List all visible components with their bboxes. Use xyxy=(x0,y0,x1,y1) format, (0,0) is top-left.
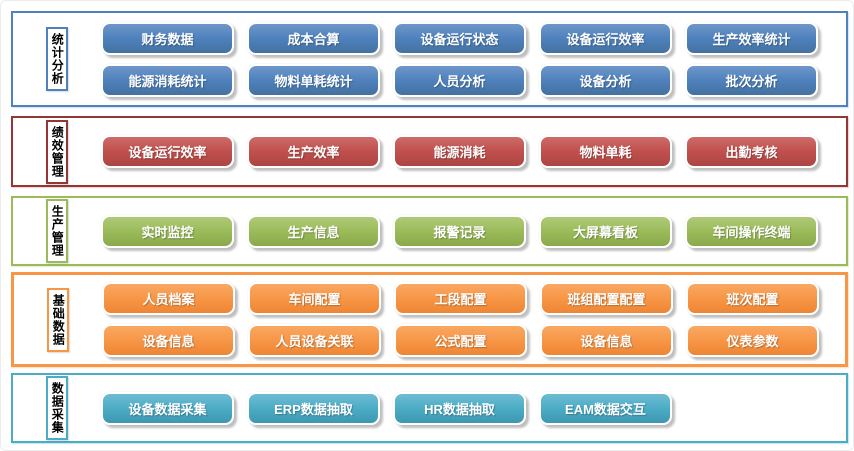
module-button[interactable]: 财务数据 xyxy=(101,21,234,55)
module-button[interactable]: 大屏幕看板 xyxy=(539,214,672,248)
module-button[interactable]: 出勤考核 xyxy=(685,135,818,168)
module-button[interactable]: 车间配置 xyxy=(248,282,381,315)
module-button[interactable]: EAM数据交互 xyxy=(539,391,672,425)
section-statistics-analysis: 统计分析 财务数据 成本合算 设备运行状态 设备运行效率 生产效率统计 能源消耗… xyxy=(11,11,848,107)
section-label-zone: 数据采集 xyxy=(13,376,101,440)
section-performance-management: 绩效管理 设备运行效率 生产效率 能源消耗 物料单耗 出勤考核 xyxy=(11,116,848,187)
module-button[interactable]: 实时监控 xyxy=(101,214,234,248)
module-button[interactable]: 设备信息 xyxy=(102,324,235,357)
module-button[interactable]: ERP数据抽取 xyxy=(247,391,380,425)
section-data-collection: 数据采集 设备数据采集 ERP数据抽取 HR数据抽取 EAM数据交互 xyxy=(11,373,848,443)
section-label-performance-management: 绩效管理 xyxy=(45,119,69,184)
module-button[interactable]: 设备信息 xyxy=(540,324,673,357)
module-button[interactable]: 班组配置配置 xyxy=(540,282,673,315)
module-button[interactable]: 人员设备关联 xyxy=(248,324,381,357)
module-button[interactable]: 人员档案 xyxy=(102,282,235,315)
module-button[interactable]: 成本合算 xyxy=(247,21,380,55)
module-button[interactable]: HR数据抽取 xyxy=(393,391,526,425)
module-button-grid: 设备运行效率 生产效率 能源消耗 物料单耗 出勤考核 xyxy=(101,135,818,168)
section-label-basic-data: 基础数据 xyxy=(46,287,70,352)
module-button[interactable]: 设备分析 xyxy=(539,63,672,97)
module-button[interactable]: 设备运行效率 xyxy=(539,21,672,55)
module-button[interactable]: 能源消耗 xyxy=(393,135,526,168)
section-label-production-management: 生产管理 xyxy=(45,199,69,263)
module-button-grid: 设备数据采集 ERP数据抽取 HR数据抽取 EAM数据交互 xyxy=(101,391,818,425)
module-button[interactable]: 仪表参数 xyxy=(686,324,819,357)
section-label-zone: 绩效管理 xyxy=(13,119,101,184)
module-button-grid: 财务数据 成本合算 设备运行状态 设备运行效率 生产效率统计 能源消耗统计 物料… xyxy=(101,21,818,97)
module-button[interactable]: 公式配置 xyxy=(394,324,527,357)
section-production-management: 生产管理 实时监控 生产信息 报警记录 大屏幕看板 车间操作终端 xyxy=(11,196,848,266)
module-button[interactable]: 生产信息 xyxy=(247,214,380,248)
module-button-grid: 实时监控 生产信息 报警记录 大屏幕看板 车间操作终端 xyxy=(101,214,818,248)
module-button[interactable]: 报警记录 xyxy=(393,214,526,248)
module-button[interactable]: 车间操作终端 xyxy=(685,214,818,248)
module-button[interactable]: 设备数据采集 xyxy=(101,391,234,425)
section-label-zone: 统计分析 xyxy=(13,27,101,91)
section-label-zone: 基础数据 xyxy=(14,287,102,352)
module-button-grid: 人员档案 车间配置 工段配置 班组配置配置 班次配置 设备信息 人员设备关联 公… xyxy=(102,282,819,357)
module-button[interactable]: 生产效率统计 xyxy=(685,21,818,55)
module-button[interactable]: 物料单耗统计 xyxy=(247,63,380,97)
module-button[interactable]: 设备运行效率 xyxy=(101,135,234,168)
section-label-zone: 生产管理 xyxy=(13,199,101,263)
section-label-statistics-analysis: 统计分析 xyxy=(45,27,69,91)
module-button[interactable]: 人员分析 xyxy=(393,63,526,97)
module-button[interactable]: 物料单耗 xyxy=(539,135,672,168)
module-button[interactable]: 设备运行状态 xyxy=(393,21,526,55)
module-button[interactable]: 批次分析 xyxy=(685,63,818,97)
module-button[interactable]: 班次配置 xyxy=(686,282,819,315)
section-label-data-collection: 数据采集 xyxy=(45,376,69,440)
module-button[interactable]: 工段配置 xyxy=(394,282,527,315)
section-basic-data: 基础数据 人员档案 车间配置 工段配置 班组配置配置 班次配置 设备信息 人员设… xyxy=(11,272,848,367)
module-button[interactable]: 生产效率 xyxy=(247,135,380,168)
module-button[interactable]: 能源消耗统计 xyxy=(101,63,234,97)
